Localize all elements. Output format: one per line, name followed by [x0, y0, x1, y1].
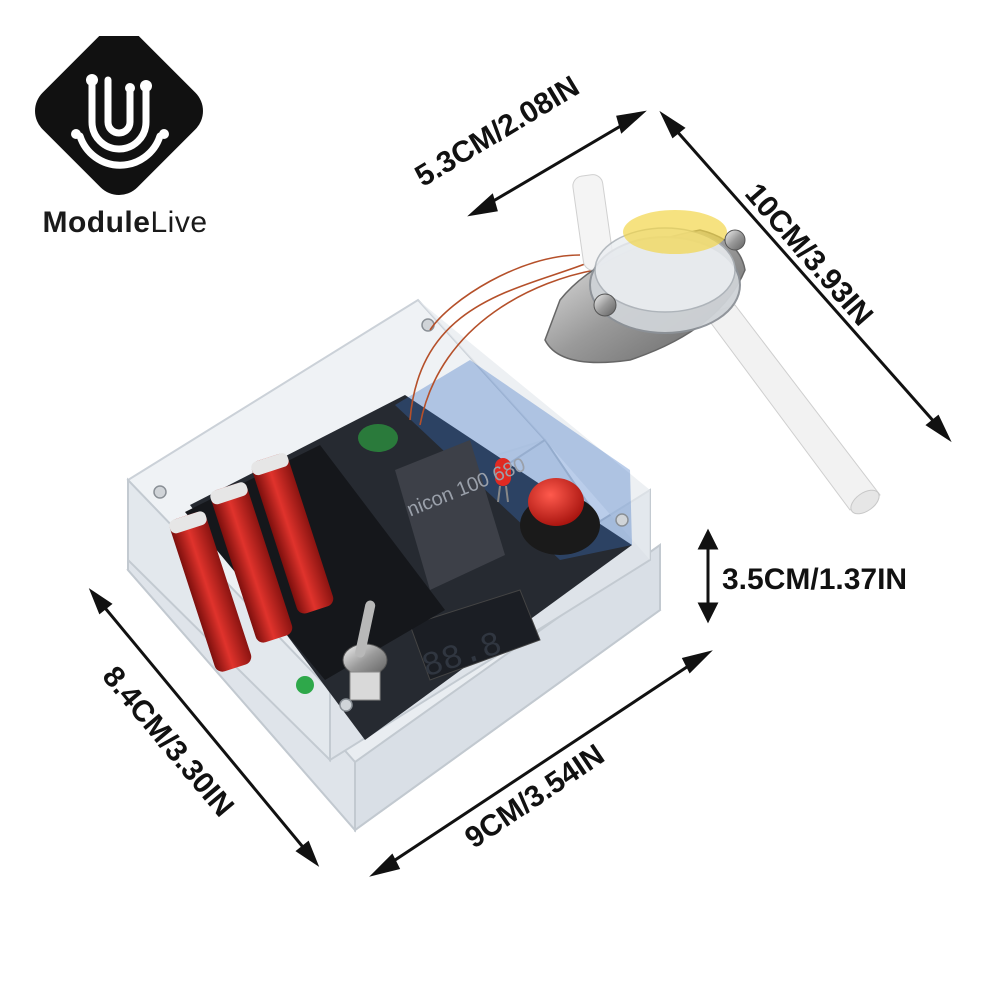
- ignition-wires: [409, 254, 596, 426]
- circuit-u-logo-icon: [35, 27, 203, 195]
- dim-label-height: 3.5CM/1.37IN: [722, 563, 908, 596]
- brand-name-bold: Module: [42, 206, 151, 239]
- brand-name-light: Live: [150, 206, 208, 239]
- battery-1: [169, 511, 252, 672]
- green-led: [296, 676, 314, 694]
- brand-logo: ModuleLive: [30, 27, 210, 239]
- red-push-button: [520, 478, 600, 555]
- red-led: [495, 458, 511, 503]
- battery-2: [210, 482, 293, 643]
- battery-pack: [169, 445, 445, 680]
- brand-name: ModuleLive: [25, 206, 225, 240]
- ignition-tube: [544, 174, 881, 515]
- dimension-arrows: [88, 110, 952, 877]
- battery-3: [251, 453, 334, 614]
- inductor: [358, 424, 398, 452]
- toggle-switch: [342, 600, 388, 701]
